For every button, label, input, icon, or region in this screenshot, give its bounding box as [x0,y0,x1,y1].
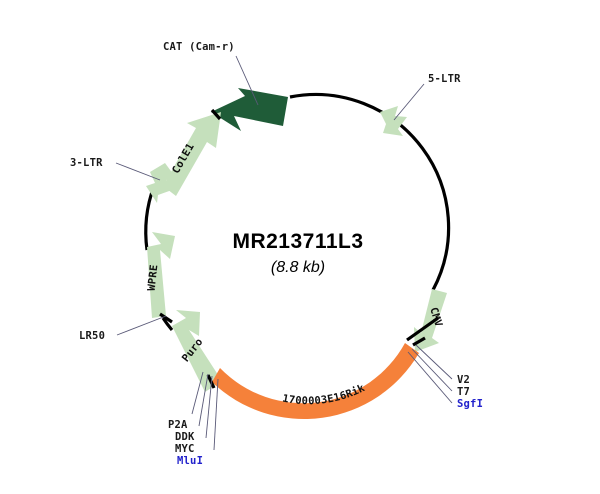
tick-insert-cmv [412,336,426,347]
leader-v2 [415,344,453,380]
tick-cole1-cat [210,108,222,121]
backbone-arc-lower-left [161,317,174,332]
feature-insert[interactable]: 1700003E16Rik [212,343,419,420]
leader-lr50 [116,315,167,336]
backbone-arc-right [289,92,451,291]
callout-p2a-label: P2A [168,419,188,431]
callout-v2-label: V2 [457,374,470,386]
callout-lr50-label: LR50 [79,330,105,342]
feature-5ltr[interactable] [380,106,407,136]
callout-ddk-label: DDK [175,431,195,443]
tick-wpre-puro [159,312,173,324]
callout-myc-label: MYC [175,443,195,455]
callout-3ltr-label: 3-LTR [70,157,103,169]
feature-puro[interactable]: Puro [172,310,222,392]
leader-3ltr [115,162,161,181]
feature-cmv-arrow[interactable] [414,289,447,352]
callout-mlui-label: MluI [177,455,203,467]
tick-puro-insert [206,374,216,389]
leader-mlui [213,378,219,451]
feature-cole1[interactable]: ColE1 [163,112,221,196]
tick-cmv-start [406,316,439,342]
feature-wpre[interactable]: WPRE [146,232,175,318]
callout-sgfi-label: SgfI [457,398,483,410]
leader-sgfi [407,351,453,404]
plasmid-name: MR213711L3 [232,230,363,253]
callout-t7-label: T7 [457,386,470,398]
feature-cole1-arrow[interactable] [163,112,221,196]
feature-3ltr-arrow[interactable] [146,163,176,203]
feature-insert-arc[interactable] [212,343,419,420]
feature-puro-arrow[interactable] [172,310,222,392]
leader-t7 [411,348,453,392]
feature-wpre-arrow[interactable] [147,232,175,318]
leader-cat [235,55,259,106]
feature-wpre-label: WPRE [146,264,161,292]
leader-myc [205,375,213,439]
backbone-ring [144,92,451,332]
leader-ddk [198,373,209,427]
feature-3ltr[interactable] [146,163,176,203]
leader-lines [115,55,453,451]
feature-cat[interactable] [211,88,288,131]
feature-cat-arrow[interactable] [211,88,288,131]
callout-5ltr-label: 5-LTR [428,73,461,85]
leader-p2a [191,371,204,415]
callout-cat-label: CAT (Cam-r) [163,41,235,53]
junction-ticks [159,108,439,389]
plasmid-size: (8.8 kb) [271,259,325,276]
feature-5ltr-arrow[interactable] [380,106,407,136]
leader-5ltr [393,83,425,121]
